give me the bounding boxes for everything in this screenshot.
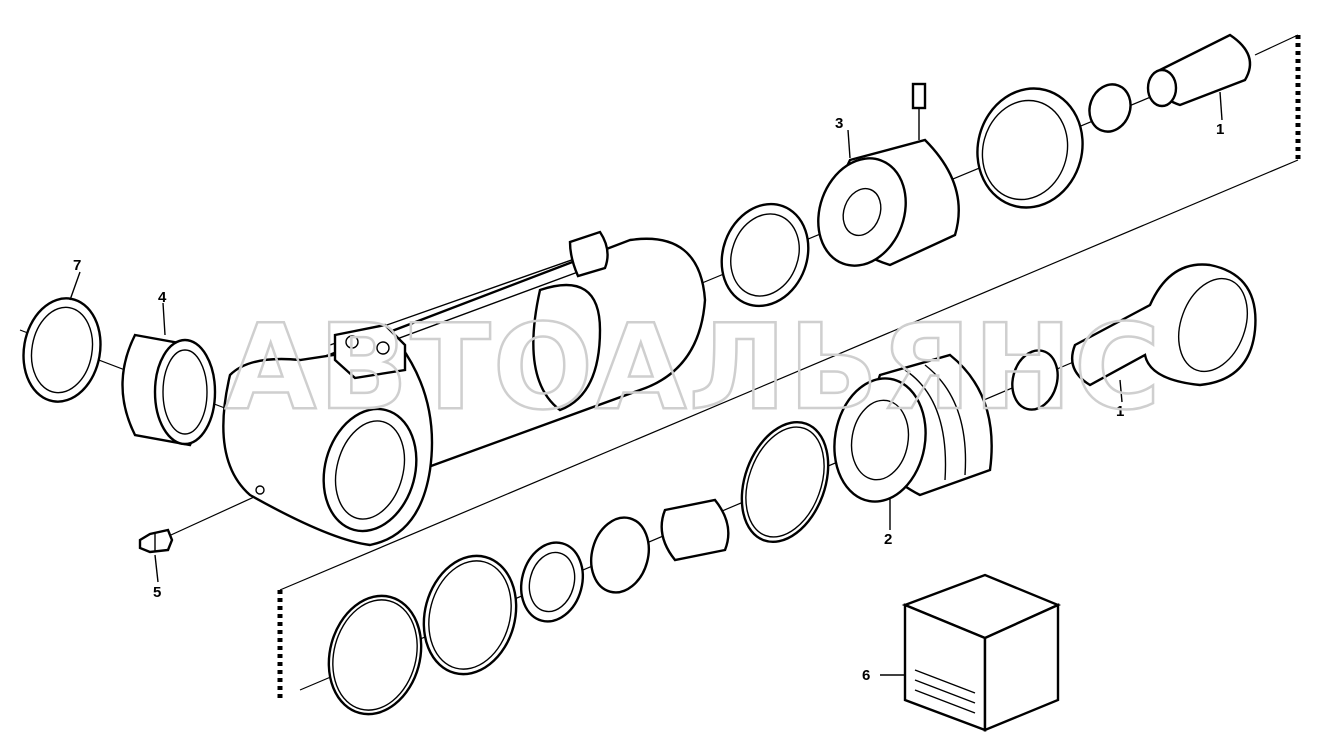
callout-4: 4 — [158, 289, 167, 306]
part-5-grease-nipple — [138, 528, 174, 554]
callout-2: 2 — [884, 531, 892, 548]
part-7-wiper-ring — [22, 297, 102, 403]
cylinder-barrel — [222, 230, 707, 547]
part-1-piston-rod-top — [1146, 33, 1252, 108]
piston-seal-ring — [976, 87, 1084, 209]
lower-seal-set — [327, 420, 830, 716]
small-o-ring — [1088, 83, 1132, 133]
guide-ring — [720, 202, 810, 308]
part-6-seal-kit-box — [901, 573, 1062, 732]
part-3-piston — [817, 82, 960, 267]
callout-labels: 1 1 2 3 4 5 6 7 — [73, 115, 1224, 684]
callout-1-top: 1 — [1216, 121, 1224, 138]
watermark-text: АВТОАЛЬЯНС — [225, 298, 1163, 436]
callout-5: 5 — [153, 584, 161, 601]
callout-7: 7 — [73, 257, 81, 274]
break-frame — [277, 34, 1301, 700]
callout-leaders — [69, 91, 1223, 676]
part-1-piston-rod-eye — [1011, 263, 1257, 411]
part-2-cylinder-head — [833, 353, 993, 503]
callout-1-bottom: 1 — [1116, 403, 1124, 420]
callout-3: 3 — [835, 115, 843, 132]
callout-6: 6 — [862, 667, 870, 684]
part-4-bushing — [121, 333, 217, 447]
